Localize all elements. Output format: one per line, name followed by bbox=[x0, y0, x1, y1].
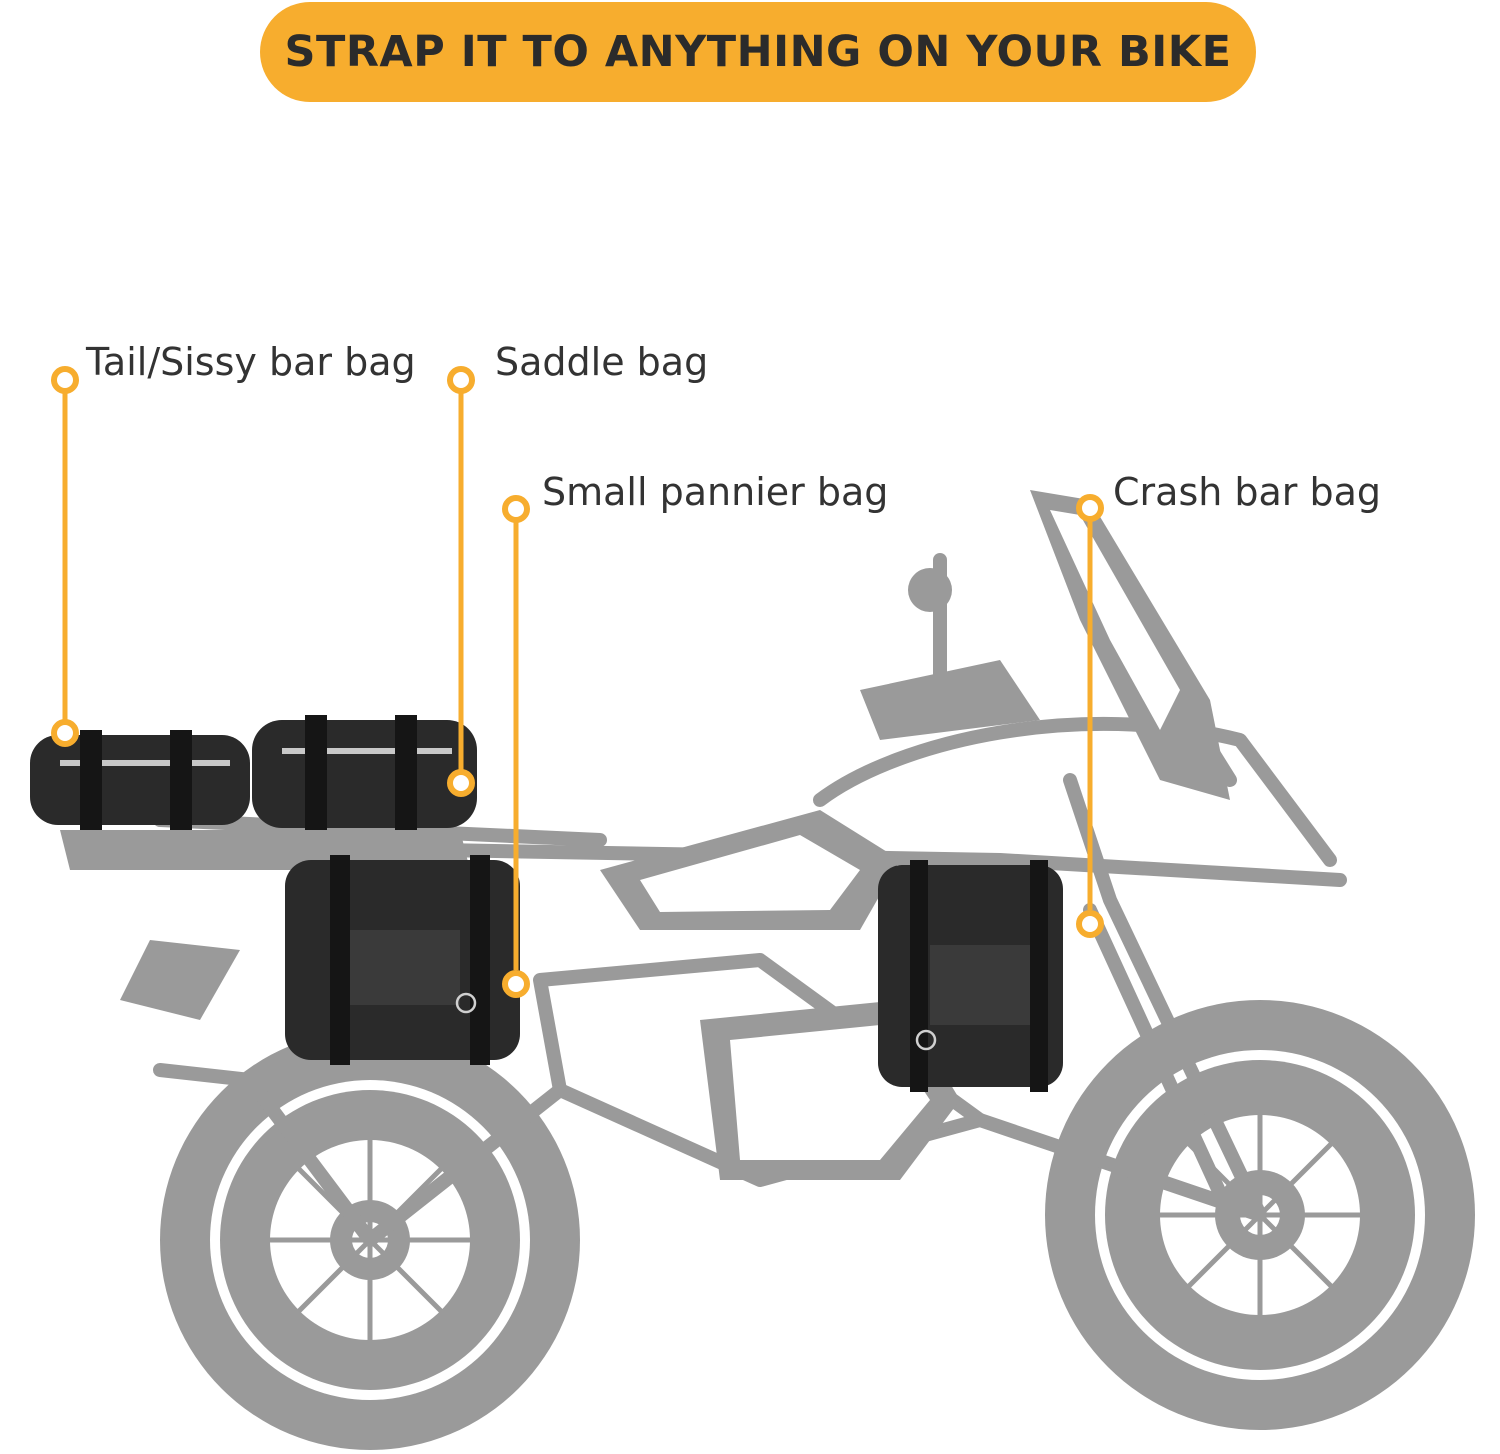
saddle-bag-label: Saddle bag bbox=[495, 340, 709, 384]
tail-bag-marker-top bbox=[51, 366, 79, 394]
saddle-bag bbox=[252, 715, 477, 830]
headline-banner: STRAP IT TO ANYTHING ON YOUR BIKE bbox=[260, 2, 1256, 102]
tail-bag-marker-bottom bbox=[51, 719, 79, 747]
pannier-bag-marker-bottom bbox=[502, 970, 530, 998]
small-pannier-bag bbox=[285, 855, 520, 1065]
crash-bar-bag-label: Crash bar bag bbox=[1113, 470, 1382, 514]
pannier-bag-marker-top bbox=[502, 495, 530, 523]
crash-bar-bag-marker-bottom bbox=[1076, 910, 1104, 938]
saddle-bag-marker-bottom bbox=[447, 769, 475, 797]
crash-bar-bag bbox=[878, 860, 1063, 1092]
crash-bar-bag-marker-top bbox=[1076, 494, 1104, 522]
tail-bag bbox=[30, 730, 250, 830]
callout-lines bbox=[62, 392, 1093, 970]
callout-dots bbox=[51, 366, 1104, 998]
saddle-bag-marker-top bbox=[447, 366, 475, 394]
headline-text: STRAP IT TO ANYTHING ON YOUR BIKE bbox=[284, 27, 1232, 77]
tail-sissy-bar-bag-label: Tail/Sissy bar bag bbox=[86, 340, 416, 384]
small-pannier-bag-label: Small pannier bag bbox=[542, 470, 889, 514]
